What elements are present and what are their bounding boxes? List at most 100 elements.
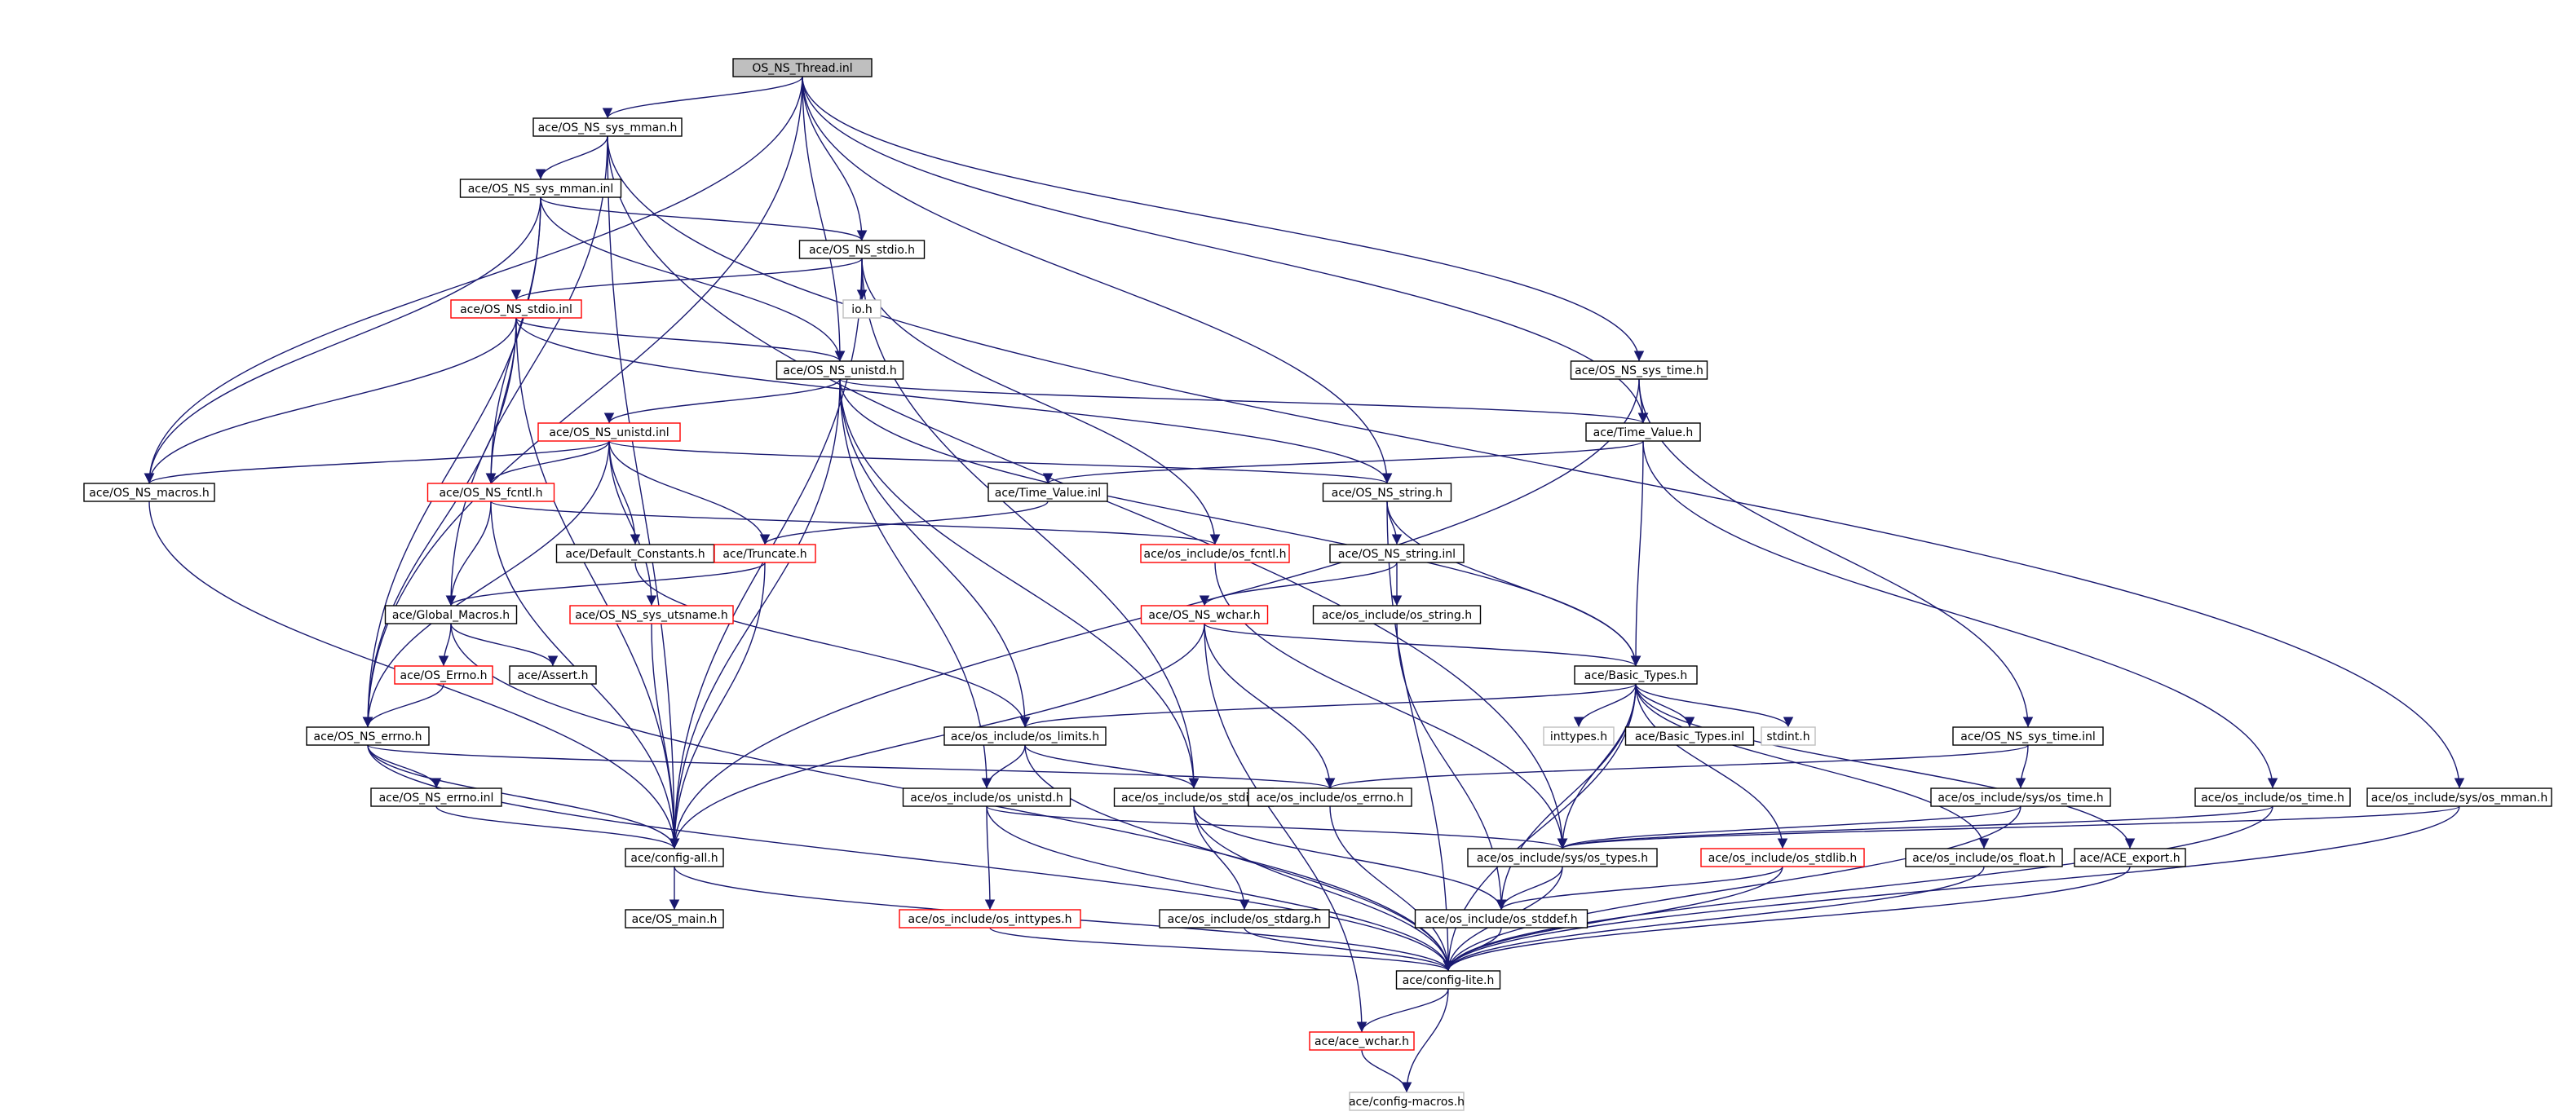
node-box-stdio_h[interactable]	[798, 240, 926, 259]
node-box-sys_utsname_h[interactable]	[569, 605, 734, 624]
node-box-macros_h[interactable]	[83, 483, 215, 502]
node-basic_types_h[interactable]: ace/Basic_Types.h	[1574, 665, 1698, 685]
node-box-sys_os_mman_h[interactable]	[2366, 787, 2552, 807]
node-wchar_h[interactable]: ace/OS_NS_wchar.h	[1140, 605, 1269, 624]
node-box-string_h[interactable]	[1322, 483, 1452, 502]
node-box-ns_errno_inl[interactable]	[370, 787, 502, 807]
node-sys_utsname_h[interactable]: ace/OS_NS_sys_utsname.h	[569, 605, 734, 624]
node-os_float_h[interactable]: ace/os_include/os_float.h	[1905, 848, 2063, 867]
node-stdio_inl[interactable]: ace/OS_NS_stdio.inl	[450, 299, 582, 319]
node-box-wchar_h[interactable]	[1140, 605, 1269, 624]
node-box-sys_os_time_h[interactable]	[1930, 787, 2111, 807]
node-box-os_stdarg_h[interactable]	[1159, 909, 1330, 929]
node-os_fcntl_h[interactable]: ace/os_include/os_fcntl.h	[1140, 544, 1290, 563]
node-box-basic_types_inl[interactable]	[1624, 726, 1755, 746]
node-box-sys_mman_inl[interactable]	[459, 179, 622, 198]
node-os_stdarg_h[interactable]: ace/os_include/os_stdarg.h	[1159, 909, 1330, 929]
node-default_constants_h[interactable]: ace/Default_Constants.h	[555, 544, 715, 563]
node-box-config_lite_h[interactable]	[1395, 970, 1501, 990]
node-ace_wchar_h[interactable]: ace/ace_wchar.h	[1309, 1031, 1415, 1051]
node-config_lite_h[interactable]: ace/config-lite.h	[1395, 970, 1501, 990]
node-config_macros_h[interactable]: ace/config-macros.h	[1349, 1092, 1465, 1111]
node-box-config_all_h[interactable]	[625, 848, 724, 867]
node-sys_time_h[interactable]: ace/OS_NS_sys_time.h	[1570, 360, 1708, 380]
node-global_macros_h[interactable]: ace/Global_Macros.h	[384, 605, 518, 624]
node-box-sys_os_types_h[interactable]	[1467, 848, 1658, 867]
node-box-stdint_h[interactable]	[1761, 726, 1816, 746]
node-os_inttypes_h[interactable]: ace/os_include/os_inttypes.h	[899, 909, 1081, 929]
node-box-os_main_h[interactable]	[625, 909, 724, 929]
node-box-sys_mman_h[interactable]	[532, 117, 683, 137]
node-box-os_inttypes_h[interactable]	[899, 909, 1081, 929]
node-basic_types_inl[interactable]: ace/Basic_Types.inl	[1624, 726, 1755, 746]
node-sys_mman_h[interactable]: ace/OS_NS_sys_mman.h	[532, 117, 683, 137]
node-box-io_h[interactable]	[842, 299, 881, 319]
node-box-stdio_inl[interactable]	[450, 299, 582, 319]
node-box-os_errno_cap_h[interactable]	[394, 665, 493, 685]
node-box-os_unistd_h[interactable]	[902, 787, 1071, 807]
node-ns_errno_h[interactable]: ace/OS_NS_errno.h	[306, 726, 430, 746]
node-sys_time_inl[interactable]: ace/OS_NS_sys_time.inl	[1952, 726, 2104, 746]
node-box-assert_h[interactable]	[509, 665, 597, 685]
node-box-basic_types_h[interactable]	[1574, 665, 1698, 685]
node-os_errno_h[interactable]: ace/os_include/os_errno.h	[1248, 787, 1412, 807]
node-root[interactable]: OS_NS_Thread.inl	[732, 58, 873, 77]
node-truncate_h[interactable]: ace/Truncate.h	[714, 544, 816, 563]
node-unistd_inl[interactable]: ace/OS_NS_unistd.inl	[537, 422, 681, 442]
node-sys_os_types_h[interactable]: ace/os_include/sys/os_types.h	[1467, 848, 1658, 867]
node-box-ns_errno_h[interactable]	[306, 726, 430, 746]
node-config_all_h[interactable]: ace/config-all.h	[625, 848, 724, 867]
node-os_stddef_h[interactable]: ace/os_include/os_stddef.h	[1414, 909, 1588, 929]
node-io_h[interactable]: io.h	[842, 299, 881, 319]
node-os_stdlib_h[interactable]: ace/os_include/os_stdlib.h	[1700, 848, 1865, 867]
node-assert_h[interactable]: ace/Assert.h	[509, 665, 597, 685]
node-box-time_value_h[interactable]	[1585, 422, 1701, 442]
node-fcntl_h[interactable]: ace/OS_NS_fcntl.h	[426, 483, 555, 502]
node-time_value_h[interactable]: ace/Time_Value.h	[1585, 422, 1701, 442]
node-box-os_fcntl_h[interactable]	[1140, 544, 1290, 563]
node-box-string_inl[interactable]	[1329, 544, 1465, 563]
node-box-truncate_h[interactable]	[714, 544, 816, 563]
node-os_string_h[interactable]: ace/os_include/os_string.h	[1312, 605, 1482, 624]
node-ns_errno_inl[interactable]: ace/OS_NS_errno.inl	[370, 787, 502, 807]
node-box-config_macros_h[interactable]	[1349, 1092, 1465, 1111]
edge-os_stdio_h-to-config_lite_h	[1193, 805, 1454, 972]
node-stdint_h[interactable]: stdint.h	[1761, 726, 1816, 746]
node-box-os_string_h[interactable]	[1312, 605, 1482, 624]
node-sys_os_mman_h[interactable]: ace/os_include/sys/os_mman.h	[2366, 787, 2552, 807]
node-os_limits_h[interactable]: ace/os_include/os_limits.h	[943, 726, 1107, 746]
node-box-sys_time_h[interactable]	[1570, 360, 1708, 380]
node-box-sys_time_inl[interactable]	[1952, 726, 2104, 746]
node-string_h[interactable]: ace/OS_NS_string.h	[1322, 483, 1452, 502]
node-box-os_limits_h[interactable]	[943, 726, 1107, 746]
node-sys_os_time_h[interactable]: ace/os_include/sys/os_time.h	[1930, 787, 2111, 807]
node-box-os_errno_h[interactable]	[1248, 787, 1412, 807]
node-box-inttypes_h[interactable]	[1543, 726, 1615, 746]
node-box-ace_wchar_h[interactable]	[1309, 1031, 1415, 1051]
node-box-ace_export_h[interactable]	[2074, 848, 2186, 867]
node-os_unistd_h[interactable]: ace/os_include/os_unistd.h	[902, 787, 1071, 807]
node-sys_mman_inl[interactable]: ace/OS_NS_sys_mman.inl	[459, 179, 622, 198]
node-ace_export_h[interactable]: ace/ACE_export.h	[2074, 848, 2186, 867]
node-box-unistd_inl[interactable]	[537, 422, 681, 442]
node-os_time_h[interactable]: ace/os_include/os_time.h	[2194, 787, 2351, 807]
node-os_stdio_h[interactable]: ace/os_include/os_stdio.h	[1113, 787, 1275, 807]
node-time_value_inl[interactable]: ace/Time_Value.inl	[988, 483, 1108, 502]
node-box-os_stdlib_h[interactable]	[1700, 848, 1865, 867]
node-box-root[interactable]	[732, 58, 873, 77]
node-macros_h[interactable]: ace/OS_NS_macros.h	[83, 483, 215, 502]
node-box-os_time_h[interactable]	[2194, 787, 2351, 807]
node-string_inl[interactable]: ace/OS_NS_string.inl	[1329, 544, 1465, 563]
node-box-time_value_inl[interactable]	[988, 483, 1108, 502]
node-box-global_macros_h[interactable]	[384, 605, 518, 624]
node-box-unistd_h[interactable]	[775, 360, 904, 380]
node-unistd_h[interactable]: ace/OS_NS_unistd.h	[775, 360, 904, 380]
node-stdio_h[interactable]: ace/OS_NS_stdio.h	[798, 240, 926, 259]
node-os_errno_cap_h[interactable]: ace/OS_Errno.h	[394, 665, 493, 685]
node-os_main_h[interactable]: ace/OS_main.h	[625, 909, 724, 929]
node-box-fcntl_h[interactable]	[426, 483, 555, 502]
node-inttypes_h[interactable]: inttypes.h	[1543, 726, 1615, 746]
edge-os_inttypes_h-to-config_lite_h	[989, 927, 1454, 972]
node-box-os_stddef_h[interactable]	[1414, 909, 1588, 929]
node-box-os_float_h[interactable]	[1905, 848, 2063, 867]
